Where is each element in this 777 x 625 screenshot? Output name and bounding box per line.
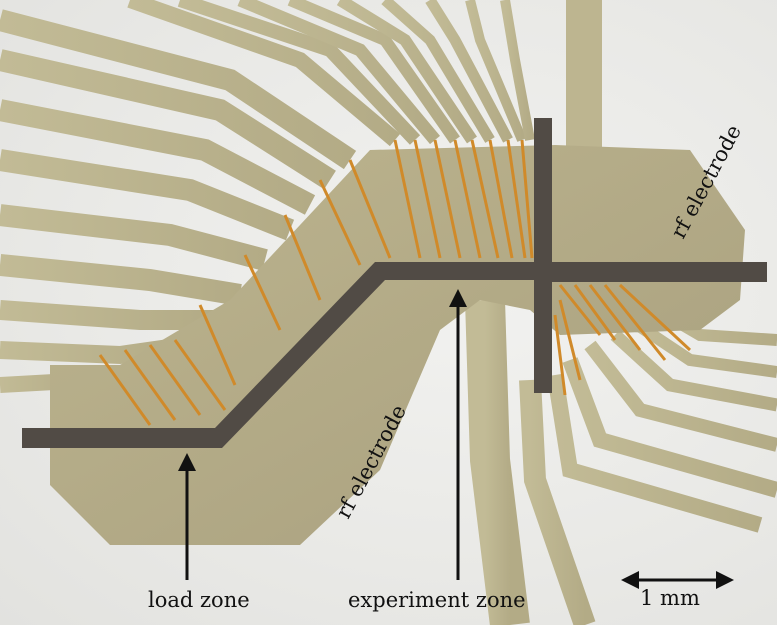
bottom-trace-group bbox=[465, 299, 596, 625]
top-trace-group bbox=[127, 0, 535, 147]
annotation-arrows bbox=[178, 289, 734, 589]
experiment-zone-label: experiment zone bbox=[348, 588, 526, 612]
left-trace-group bbox=[0, 9, 357, 393]
top-vertical-trace bbox=[566, 0, 602, 150]
trap-channel bbox=[22, 118, 767, 448]
load-zone-label: load zone bbox=[148, 588, 250, 612]
scale-bar-label: 1 mm bbox=[640, 586, 700, 610]
dc-electrode-wires bbox=[98, 139, 692, 426]
